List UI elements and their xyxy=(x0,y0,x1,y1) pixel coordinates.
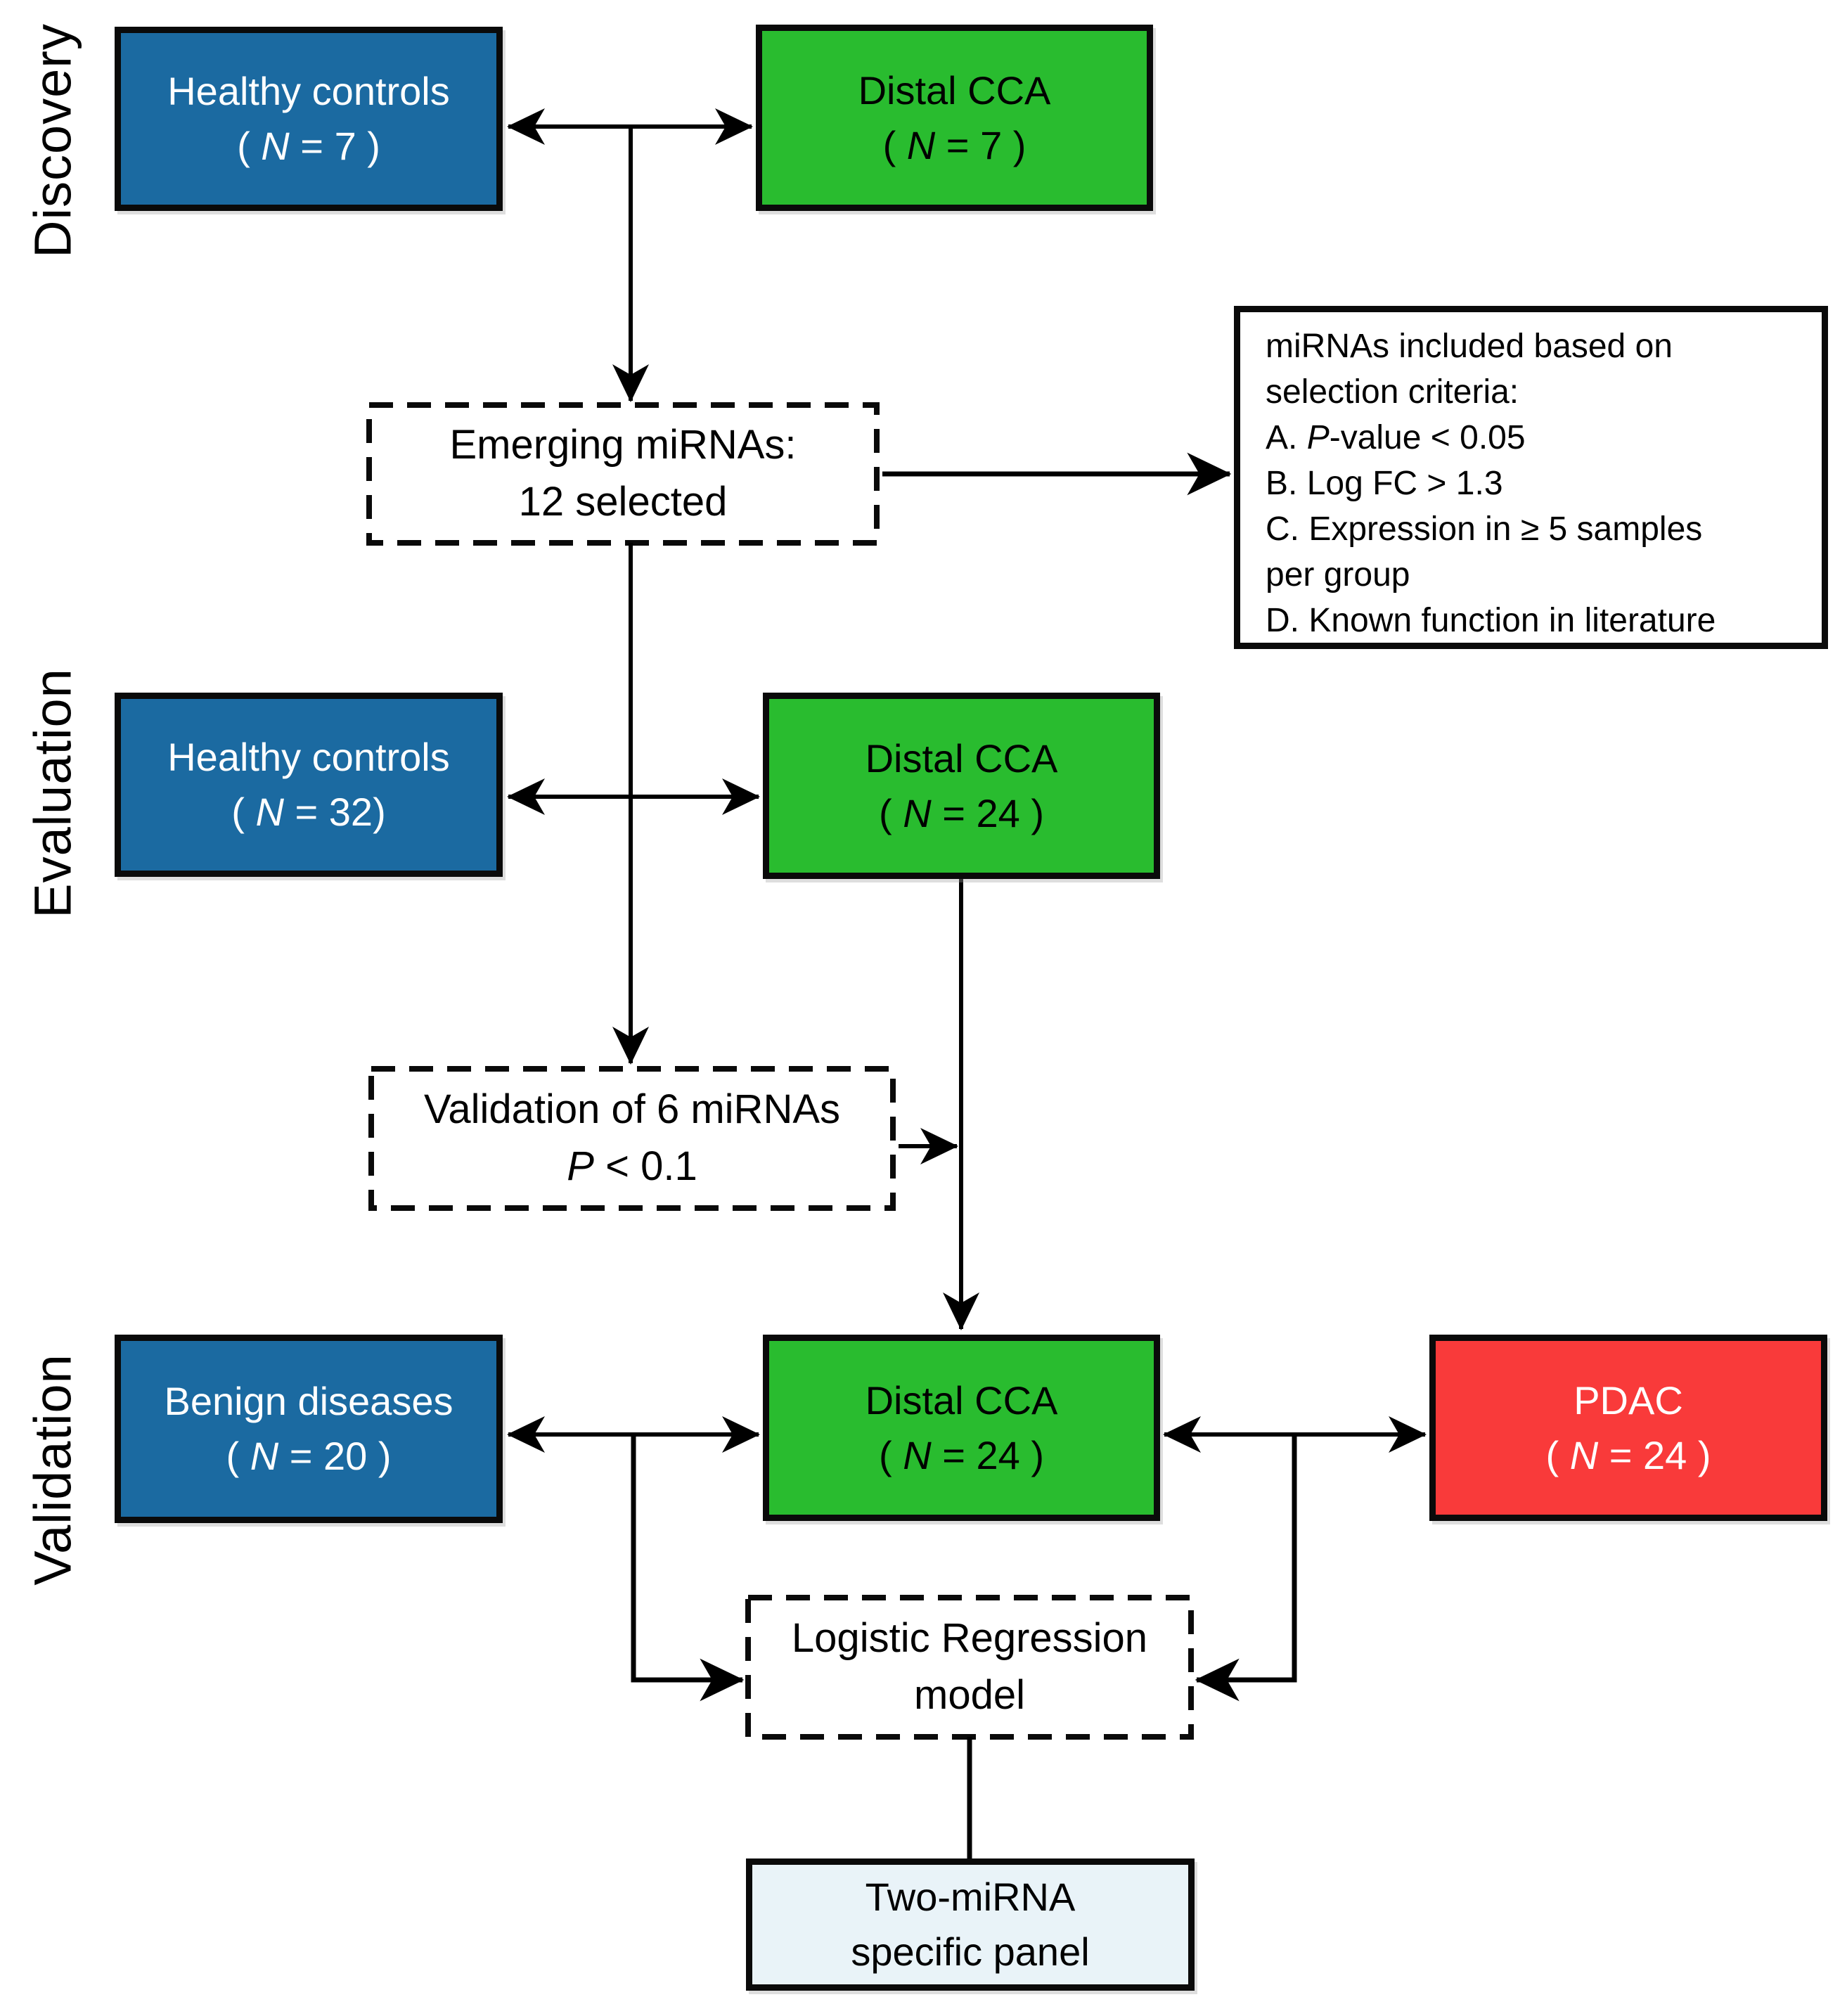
count-n: N xyxy=(903,790,932,835)
box-title: Healthy controls xyxy=(167,69,450,114)
box-line1: Validation of 6 miRNAs xyxy=(423,1086,841,1133)
evaluation-distal-cca-box: Distal CCA ( N = 24 ) xyxy=(763,693,1160,879)
count-open: ( xyxy=(882,122,907,167)
criteria-text: miRNAs included based on xyxy=(1266,328,1673,365)
emerging-mirnas-box: Emerging miRNAs: 12 selected xyxy=(369,405,877,543)
discovery-healthy-controls-box: Healthy controls ( N = 7 ) xyxy=(115,27,503,211)
arrow-left-to-logistic xyxy=(631,1437,745,1702)
count-open: ( xyxy=(1545,1432,1570,1477)
count-rest: = 24 ) xyxy=(1598,1432,1711,1477)
box-count: ( N = 24 ) xyxy=(1546,1430,1711,1482)
discovery-distal-cca-box: Distal CCA ( N = 7 ) xyxy=(756,25,1153,211)
p-rest: < 0.1 xyxy=(593,1143,697,1189)
p-var: P xyxy=(567,1143,594,1189)
two-mirna-panel-box: Two-miRNA specific panel xyxy=(746,1858,1195,1991)
box-title: Distal CCA xyxy=(865,736,1058,781)
section-label-discovery: Discovery xyxy=(23,23,82,258)
box-title: Distal CCA xyxy=(865,1378,1058,1423)
box-count: ( N = 7 ) xyxy=(883,120,1027,172)
criteria-line: D. Known function in literature xyxy=(1266,598,1796,643)
count-n: N xyxy=(1569,1432,1599,1477)
selection-criteria-box: miRNAs included based on selection crite… xyxy=(1234,306,1828,649)
count-open: ( xyxy=(231,790,256,834)
box-count: ( N = 20 ) xyxy=(226,1430,392,1482)
section-label-evaluation: Evaluation xyxy=(23,668,82,918)
count-open: ( xyxy=(879,790,903,835)
box-title: Benign diseases xyxy=(164,1379,453,1424)
count-rest: = 20 ) xyxy=(278,1434,392,1478)
criteria-text: D. Known function in literature xyxy=(1266,602,1716,639)
count-n: N xyxy=(250,1434,279,1478)
criteria-text: selection criteria: xyxy=(1266,373,1519,411)
count-open: ( xyxy=(879,1432,903,1477)
box-line2: model xyxy=(914,1672,1025,1718)
box-count: ( N = 32) xyxy=(231,786,385,838)
validation-6-mirnas-box-border xyxy=(368,1066,896,1211)
count-open: ( xyxy=(237,124,262,168)
box-line2: P < 0.1 xyxy=(567,1140,697,1194)
criteria-text: A. xyxy=(1266,419,1307,456)
count-n: N xyxy=(906,122,936,167)
criteria-line: selection criteria: xyxy=(1266,369,1796,415)
criteria-line: per group xyxy=(1266,552,1796,598)
criteria-line: B. Log FC > 1.3 xyxy=(1266,461,1796,506)
count-open: ( xyxy=(226,1434,250,1478)
count-rest: = 32) xyxy=(283,790,386,834)
validation-benign-diseases-box: Benign diseases ( N = 20 ) xyxy=(115,1335,503,1523)
box-count: ( N = 24 ) xyxy=(879,788,1044,840)
criteria-line: C. Expression in ≥ 5 samples xyxy=(1266,506,1796,552)
criteria-italic: P xyxy=(1306,419,1330,456)
criteria-line: miRNAs included based on xyxy=(1266,323,1796,369)
count-n: N xyxy=(903,1432,932,1477)
count-n: N xyxy=(261,124,290,168)
criteria-text: per group xyxy=(1266,556,1410,593)
count-rest: = 24 ) xyxy=(931,790,1044,835)
logistic-regression-box-border xyxy=(745,1595,1194,1740)
count-n: N xyxy=(255,790,284,834)
box-line2: specific panel xyxy=(851,1930,1090,1974)
validation-6-mirnas-box: Validation of 6 miRNAs P < 0.1 xyxy=(371,1069,893,1208)
box-title: PDAC xyxy=(1574,1378,1683,1423)
box-count: ( N = 24 ) xyxy=(879,1430,1044,1482)
validation-pdac-box: PDAC ( N = 24 ) xyxy=(1429,1335,1827,1521)
logistic-regression-box: Logistic Regression model xyxy=(748,1598,1191,1737)
box-line1: Emerging miRNAs: xyxy=(449,422,797,468)
validation-distal-cca-box: Distal CCA ( N = 24 ) xyxy=(763,1335,1160,1521)
criteria-text: C. Expression in ≥ 5 samples xyxy=(1266,511,1703,548)
emerging-mirnas-box-border xyxy=(366,402,880,546)
box-line2: 12 selected xyxy=(518,479,728,525)
box-title: Healthy controls xyxy=(167,735,450,780)
count-rest: = 24 ) xyxy=(931,1432,1044,1477)
box-line1: Logistic Regression xyxy=(791,1615,1148,1662)
criteria-text: -value < 0.05 xyxy=(1329,419,1526,456)
count-rest: = 7 ) xyxy=(935,122,1027,167)
evaluation-healthy-controls-box: Healthy controls ( N = 32) xyxy=(115,693,503,877)
box-line1: Two-miRNA xyxy=(865,1875,1076,1920)
arrow-right-to-logistic xyxy=(1195,1437,1297,1702)
criteria-text: B. Log FC > 1.3 xyxy=(1266,465,1503,502)
criteria-line: A. P-value < 0.05 xyxy=(1266,415,1796,461)
box-count: ( N = 7 ) xyxy=(237,120,380,172)
box-title: Distal CCA xyxy=(858,68,1051,113)
count-rest: = 7 ) xyxy=(289,124,380,168)
section-label-validation: Validation xyxy=(23,1354,82,1586)
